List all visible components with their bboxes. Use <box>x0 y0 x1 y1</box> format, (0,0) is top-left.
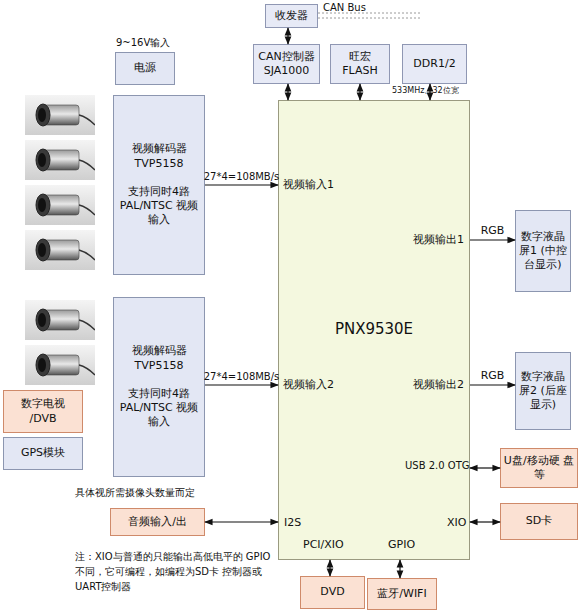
camera-icon <box>25 345 95 385</box>
component-box: CAN控制器 SJA1000 <box>253 44 320 84</box>
port-label: USB 2.0 OTG <box>405 460 470 472</box>
connector-arrow <box>470 239 515 240</box>
port-label: CAN Bus <box>323 2 366 14</box>
port-label: GPIO <box>388 538 415 551</box>
node-text: PNX9530E <box>333 320 415 340</box>
node-text: 支持同时4路 PAL/NTSC 视频输入 <box>114 387 204 430</box>
connector-arrow <box>470 521 500 522</box>
node-text: DDR1/2 <box>411 57 457 71</box>
component-box: 视频解码器 TVP5158 支持同时4路 PAL/NTSC 视频输入 <box>113 297 205 477</box>
component-box: 收发器 <box>265 4 318 28</box>
node-heading: 9~16V输入 <box>114 36 172 49</box>
note-text: 注：XIO与普通的只能输出高低电平的 GPIO不同，它可编程，如编程为SD卡 控… <box>75 549 280 594</box>
camera-icon <box>25 140 95 180</box>
port-label: I2S <box>284 516 301 529</box>
camera-icon <box>25 95 95 135</box>
node-text: 视频解码器 TVP5158 <box>114 344 204 373</box>
node-text: 数字液晶屏1 (中控台显示) <box>516 230 570 273</box>
component-box: GPS模块 <box>3 437 83 470</box>
port-label: XIO <box>447 516 466 529</box>
edge-label: 27*4=108MB/s <box>204 371 280 382</box>
node-text: GPS模块 <box>19 446 67 460</box>
connector-arrow <box>287 28 288 44</box>
node-text: 音频输入/出 <box>126 515 189 529</box>
bus-line <box>318 18 420 19</box>
node-text: 旺宏 FLASH <box>331 50 389 79</box>
node-text: SD卡 <box>524 514 554 528</box>
node-text: 数字液晶屏2 (后座显示) <box>516 370 570 413</box>
camera-icon <box>25 230 95 270</box>
connector-arrow <box>205 384 278 385</box>
port-label: 533MHz、32位宽 <box>392 86 459 96</box>
camera-icon <box>25 300 95 340</box>
port-label: 视频输入2 <box>283 378 334 391</box>
component-box: 音频输入/出 <box>110 508 205 536</box>
connector-arrow <box>359 84 360 100</box>
component-box: 视频解码器 TVP5158 支持同时4路 PAL/NTSC 视频输入 <box>113 95 205 275</box>
component-box: DVD <box>300 576 365 609</box>
node-text: 蓝牙/WIFI <box>375 587 428 601</box>
port-label: 视频输出2 <box>413 378 464 391</box>
component-box: SD卡 <box>500 503 578 540</box>
camera-group <box>25 95 95 385</box>
can-bus-lines <box>318 13 420 18</box>
component-box: U盘/移动硬 盘等 <box>500 448 578 488</box>
component-box: 数字液晶屏2 (后座显示) <box>515 352 571 430</box>
processor-box: PNX9530E <box>278 100 470 560</box>
node-text: 电源 <box>132 61 158 75</box>
node-text: U盘/移动硬 盘等 <box>501 454 577 483</box>
edge-label: RGB <box>481 370 505 382</box>
component-box: 旺宏 FLASH <box>330 44 390 84</box>
port-label: 视频输入1 <box>283 178 334 191</box>
node-text: DVD <box>318 585 346 599</box>
connector-arrow <box>470 467 500 468</box>
component-box: 9~16V输入电源 <box>115 52 175 85</box>
camera-icon <box>25 185 95 225</box>
node-text: 收发器 <box>273 9 310 23</box>
component-box: 蓝牙/WIFI <box>367 578 437 610</box>
annotation-text: 具体视所需摄像头数量而定 <box>75 487 195 499</box>
component-box: DDR1/2 <box>402 44 467 84</box>
connector-arrow <box>205 521 278 522</box>
connector-arrow <box>287 84 288 100</box>
port-label: PCI/XIO <box>303 538 344 551</box>
connector-arrow <box>329 560 330 576</box>
connector-arrow <box>470 384 515 385</box>
node-text: CAN控制器 SJA1000 <box>254 50 319 79</box>
port-label: 视频输出1 <box>413 233 464 246</box>
connector-arrow <box>205 184 278 185</box>
edge-label: RGB <box>481 225 505 237</box>
component-box: 数字电视 /DVB <box>3 390 83 433</box>
node-text: 视频解码器 TVP5158 <box>114 142 204 171</box>
node-text: 支持同时4路 PAL/NTSC 视频输入 <box>114 185 204 228</box>
component-box: 数字液晶屏1 (中控台显示) <box>515 210 571 292</box>
node-text: 数字电视 /DVB <box>4 397 82 426</box>
edge-label: 27*4=108MB/s <box>204 171 280 182</box>
connector-arrow <box>399 560 400 578</box>
